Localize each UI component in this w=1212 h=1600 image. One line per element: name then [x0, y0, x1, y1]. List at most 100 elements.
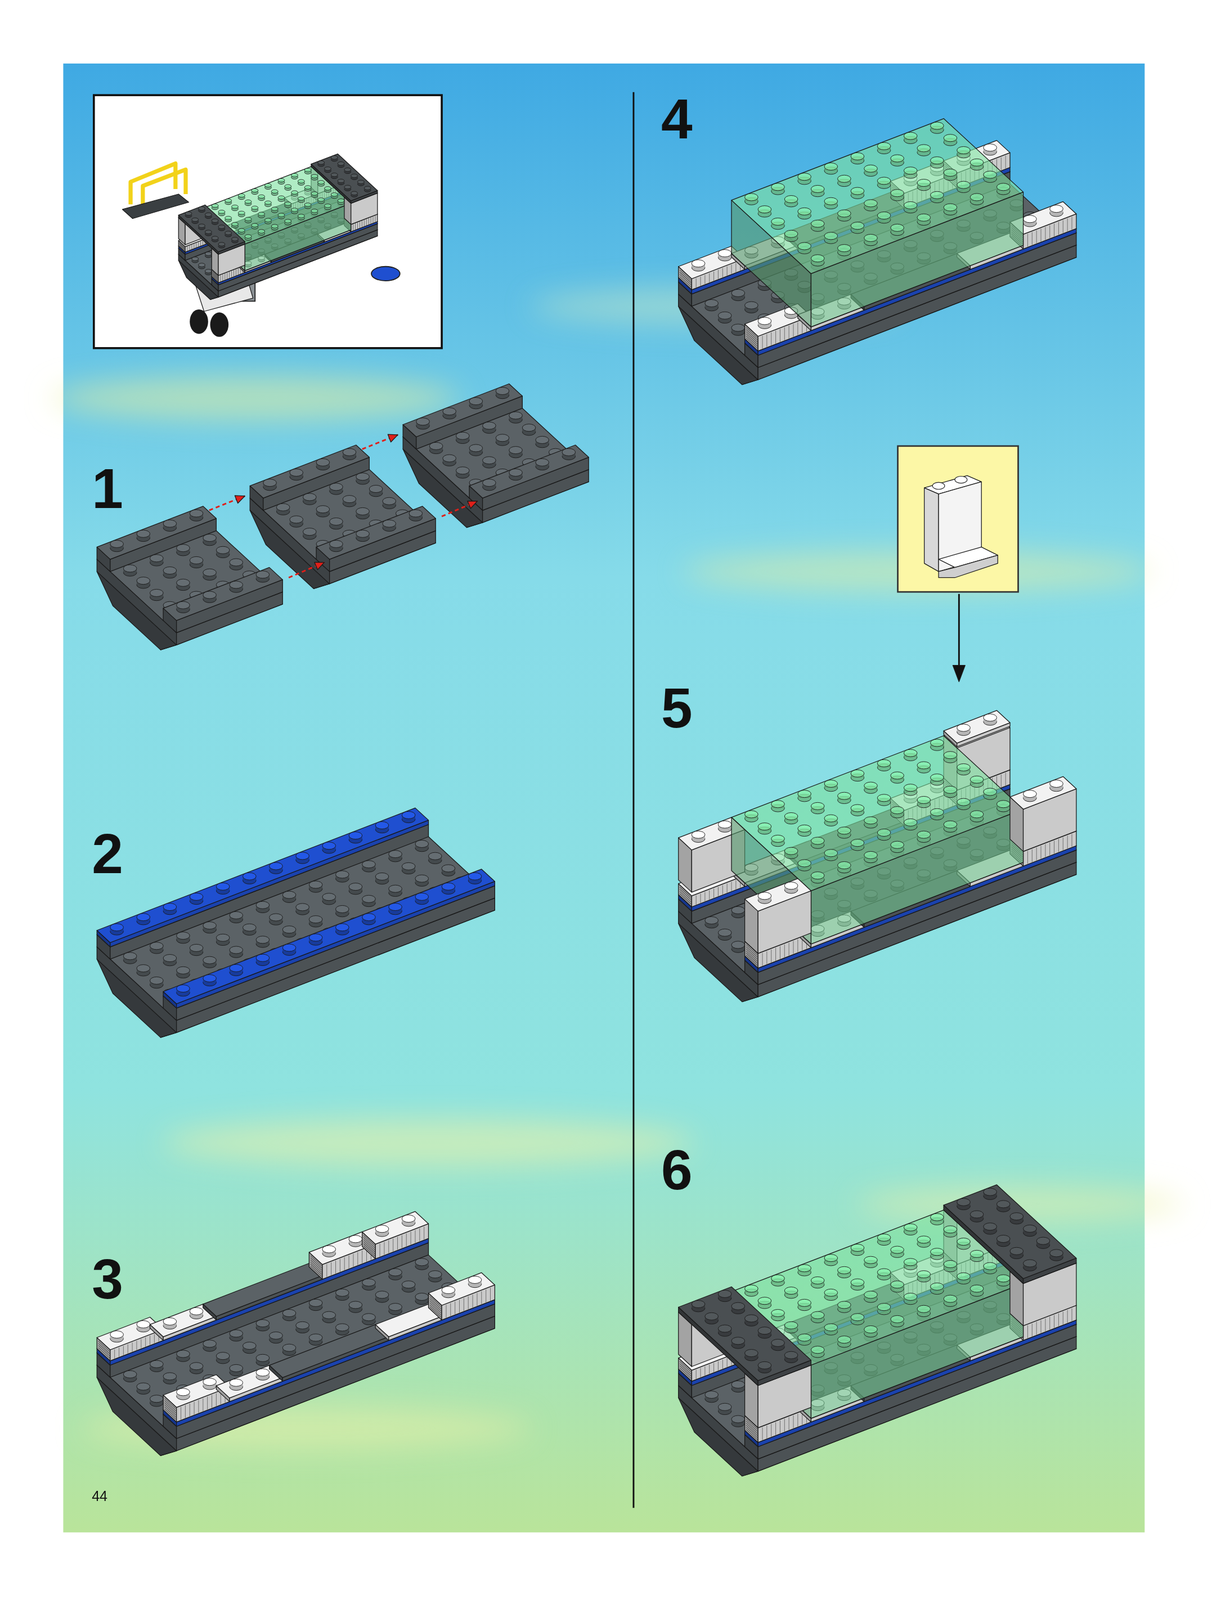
stud — [983, 1262, 998, 1274]
stud — [509, 468, 523, 480]
stud — [890, 806, 905, 819]
grille-line — [222, 274, 223, 281]
stud — [256, 1354, 270, 1366]
grille-line — [746, 331, 758, 342]
stud — [176, 544, 191, 556]
stud — [970, 193, 984, 205]
grille-line — [1040, 845, 1041, 859]
grille-line — [373, 216, 374, 223]
stud — [943, 1226, 958, 1238]
stud — [810, 185, 825, 197]
grille-line — [229, 271, 230, 278]
stud — [441, 1286, 456, 1299]
stud — [810, 802, 825, 814]
stud — [784, 1287, 798, 1299]
grille-line — [708, 890, 710, 900]
stud — [1010, 1247, 1024, 1259]
stud — [258, 194, 266, 201]
grille-line — [1049, 842, 1050, 856]
grille-line — [352, 223, 354, 231]
stud — [265, 200, 272, 207]
grille-line — [419, 1228, 420, 1242]
stud — [357, 180, 365, 186]
wheel — [210, 312, 230, 338]
stud — [797, 207, 812, 219]
stud — [238, 193, 245, 200]
grille-line — [793, 324, 794, 338]
stud — [136, 1320, 151, 1332]
grille-line — [406, 1233, 407, 1247]
stud — [362, 913, 376, 926]
grille-line — [770, 949, 772, 963]
stud — [970, 158, 984, 170]
grille-line — [746, 327, 758, 338]
grille-line — [224, 273, 226, 280]
stud — [243, 872, 257, 884]
stud — [482, 479, 497, 491]
stud — [850, 769, 865, 781]
grille-line — [1005, 155, 1007, 169]
grille-line — [717, 1361, 719, 1371]
arrow-line — [288, 562, 325, 578]
stud — [903, 132, 918, 144]
grille-line — [202, 240, 204, 245]
stud — [229, 1379, 244, 1391]
stud — [943, 1295, 958, 1307]
stud — [150, 589, 164, 601]
stud — [864, 1325, 878, 1337]
stud — [204, 269, 212, 276]
stud — [441, 882, 456, 895]
stud — [996, 183, 1010, 195]
grille-line — [713, 1363, 715, 1373]
grille-line — [726, 883, 728, 893]
stud — [784, 195, 798, 208]
stud — [535, 436, 550, 448]
stud — [797, 790, 812, 802]
step-number: 5 — [661, 679, 693, 736]
brick-face — [1010, 776, 1077, 810]
stud — [238, 228, 245, 235]
stud — [375, 1291, 389, 1303]
grille-line — [713, 889, 715, 899]
grille-line — [216, 1393, 217, 1407]
stud — [890, 1315, 905, 1327]
brick-face — [249, 445, 370, 498]
stud — [903, 1258, 918, 1270]
grille-line — [696, 1370, 697, 1380]
grille-line — [746, 1427, 758, 1438]
grille-line — [363, 1241, 375, 1252]
stud — [890, 223, 905, 236]
stud — [189, 509, 204, 522]
stud — [225, 216, 232, 222]
inset-model — [122, 154, 401, 338]
stud — [797, 1264, 812, 1277]
stud — [401, 1215, 416, 1227]
arrow-head — [234, 495, 245, 504]
stud — [468, 872, 482, 884]
stud — [375, 1225, 389, 1237]
grille-line — [1027, 234, 1029, 248]
brick-face — [362, 1211, 429, 1245]
grille-line — [1040, 229, 1041, 242]
stud — [757, 1297, 772, 1309]
stud — [784, 882, 798, 894]
stud — [229, 1330, 244, 1342]
grille-line — [98, 1341, 110, 1352]
stud — [356, 530, 370, 542]
grille-line — [726, 1358, 728, 1368]
grille-line — [180, 1407, 182, 1421]
stud — [303, 493, 317, 505]
stud — [110, 1331, 124, 1343]
step-number: 2 — [91, 825, 124, 882]
stud — [957, 1272, 971, 1285]
stud — [251, 188, 259, 195]
grille-line — [1062, 220, 1064, 233]
stud — [824, 197, 838, 209]
stud — [930, 774, 945, 786]
stud — [203, 1340, 217, 1352]
grille-line — [189, 1403, 191, 1417]
stud — [308, 934, 323, 946]
stud — [824, 779, 838, 792]
stud — [903, 818, 918, 830]
